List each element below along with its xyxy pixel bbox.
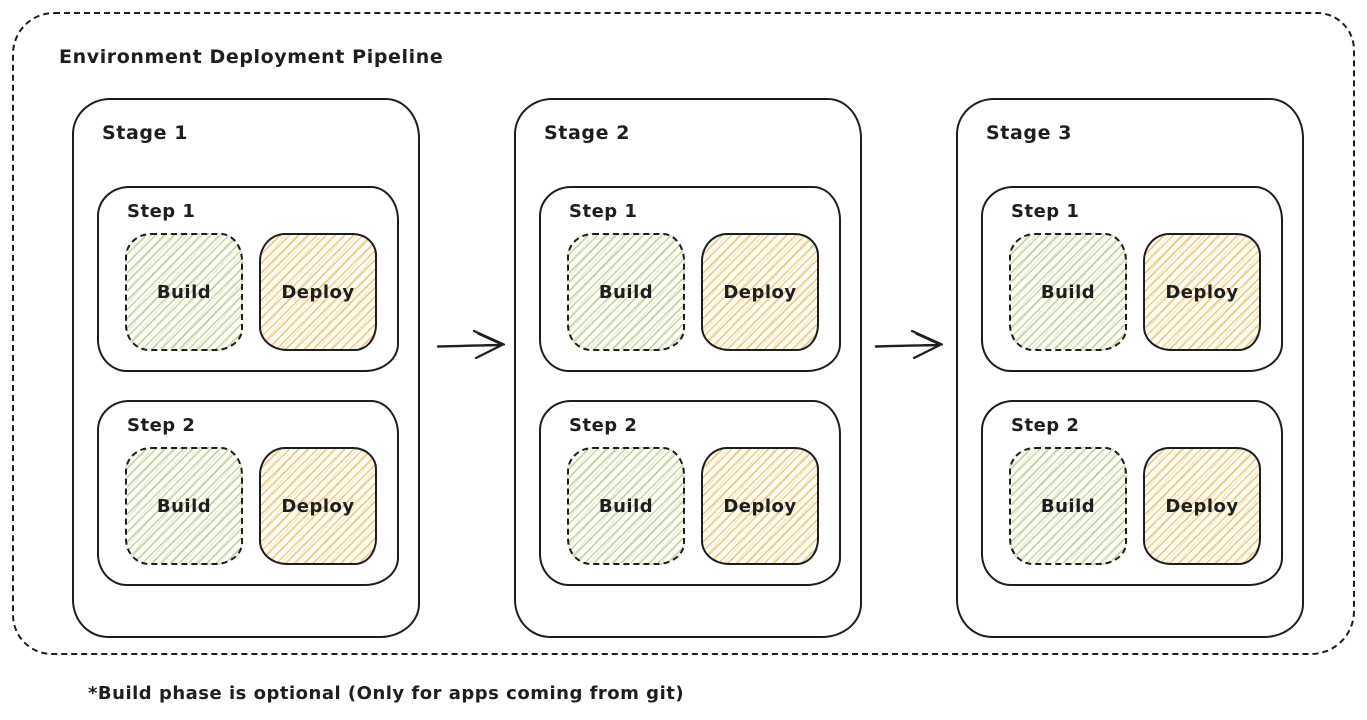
stage-box-2: Stage 2 Step 1 Build Deploy Step 2 Build… <box>514 98 862 638</box>
stage-box-1: Stage 1 Step 1 Build Deploy Step 2 Build… <box>72 98 420 638</box>
build-box: Build <box>1009 233 1127 351</box>
build-box: Build <box>125 447 243 565</box>
build-label: Build <box>156 281 212 303</box>
step-label: Step 1 <box>569 201 638 222</box>
pipeline-container: Environment Deployment Pipeline Stage 1 … <box>12 12 1355 655</box>
step-box: Step 2 Build Deploy <box>981 400 1283 586</box>
build-label: Build <box>156 495 212 517</box>
step-label: Step 2 <box>127 415 196 436</box>
step-label: Step 1 <box>1011 201 1080 222</box>
deploy-box: Deploy <box>1143 447 1261 565</box>
build-box: Build <box>567 233 685 351</box>
deploy-box: Deploy <box>259 233 377 351</box>
build-box: Build <box>125 233 243 351</box>
step-box: Step 2 Build Deploy <box>97 400 399 586</box>
deploy-label: Deploy <box>1165 281 1239 303</box>
deploy-box: Deploy <box>1143 233 1261 351</box>
build-box: Build <box>567 447 685 565</box>
deploy-box: Deploy <box>259 447 377 565</box>
stage-arrow-icon <box>436 329 506 360</box>
deploy-box: Deploy <box>701 447 819 565</box>
deploy-label: Deploy <box>723 281 797 303</box>
stage-label: Stage 2 <box>544 122 631 144</box>
footnote: *Build phase is optional (Only for apps … <box>88 683 685 704</box>
build-box: Build <box>1009 447 1127 565</box>
build-label: Build <box>598 281 654 303</box>
build-label: Build <box>1040 281 1096 303</box>
deploy-box: Deploy <box>701 233 819 351</box>
diagram-title: Environment Deployment Pipeline <box>59 46 444 68</box>
deploy-label: Deploy <box>281 495 355 517</box>
step-box: Step 1 Build Deploy <box>981 186 1283 372</box>
stage-arrow-icon <box>874 329 944 360</box>
step-box: Step 1 Build Deploy <box>539 186 841 372</box>
deploy-label: Deploy <box>723 495 797 517</box>
step-label: Step 2 <box>569 415 638 436</box>
build-label: Build <box>598 495 654 517</box>
build-label: Build <box>1040 495 1096 517</box>
step-label: Step 1 <box>127 201 196 222</box>
stage-label: Stage 3 <box>986 122 1073 144</box>
stage-label: Stage 1 <box>102 122 189 144</box>
step-box: Step 1 Build Deploy <box>97 186 399 372</box>
step-box: Step 2 Build Deploy <box>539 400 841 586</box>
deploy-label: Deploy <box>1165 495 1239 517</box>
step-label: Step 2 <box>1011 415 1080 436</box>
stage-box-3: Stage 3 Step 1 Build Deploy Step 2 Build… <box>956 98 1304 638</box>
deploy-label: Deploy <box>281 281 355 303</box>
